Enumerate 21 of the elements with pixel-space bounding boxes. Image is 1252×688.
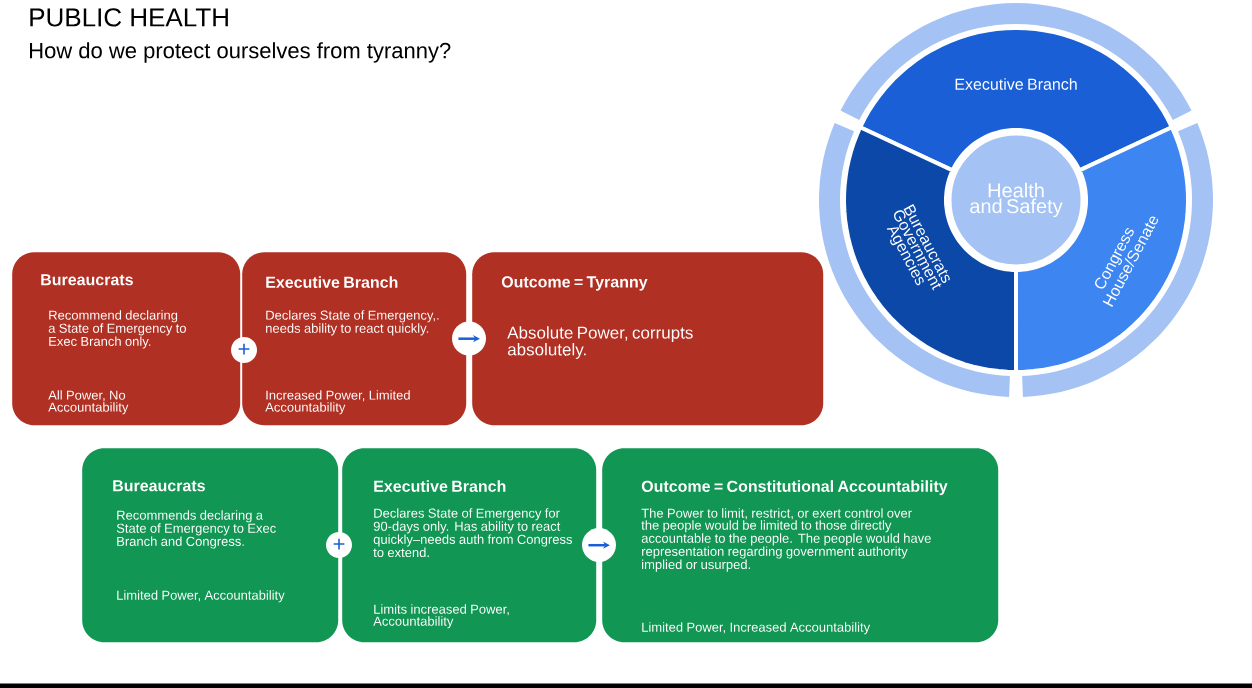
- panel-text: Limited Power, Increased Accountability: [642, 622, 871, 635]
- panel-text: Recommend declaring a State of Emergency to Exec Branch only.: [48, 310, 186, 349]
- title: PUBLIC HEALTH: [30, 8, 228, 27]
- panel-heading: Outcome = Constitutional Accountability: [641, 480, 948, 496]
- panel-heading: Bureaucrats: [41, 274, 133, 286]
- subtitle: How do we protect ourselves from tyranny?: [30, 42, 451, 63]
- plus-sign: +: [231, 337, 257, 363]
- panel-text: Declares State of Emergency for 90-days only. Has ability to react quickly–needs auth from Congress to extend.: [373, 508, 573, 558]
- panel-text: Increased Power, Limited Accountability: [265, 390, 410, 415]
- panel-heading: Outcome = Tyranny: [501, 276, 648, 291]
- panel-heading: Executive Branch: [374, 480, 506, 492]
- panel-text: Declares State of Emergency,. needs ability to react quickly.: [266, 310, 439, 336]
- panel-heading: Executive Branch: [266, 276, 398, 288]
- panel-text: Limits increased Power, Accountability: [373, 604, 509, 629]
- panel-text: Absolute Power, corrupts absolutely.: [507, 326, 693, 359]
- panel-text: The Power to limit, restrict, or exert control over the people would be limited to those directly accountable to the people. The people would have representation regarding government authority implied or usurped.: [641, 508, 931, 572]
- panel-text: Limited Power, Accountability: [117, 590, 285, 603]
- panel-heading: Bureaucrats: [113, 480, 205, 492]
- plus-sign: +: [326, 532, 352, 558]
- panel-text: All Power, No Accountability: [48, 390, 129, 415]
- panel-text: Recommends declaring a State of Emergency to Exec Branch and Congress.: [116, 510, 276, 549]
